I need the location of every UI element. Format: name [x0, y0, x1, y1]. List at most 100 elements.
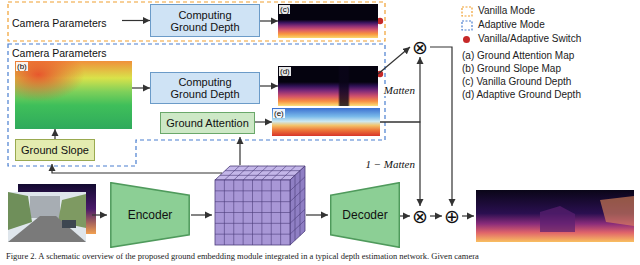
trapezoid-outline: [111, 183, 189, 248]
panel-label: Camera Parameters: [12, 47, 107, 60]
cube-grid-line: [243, 166, 258, 180]
street-building: [30, 196, 60, 218]
flow-arrow: [92, 214, 107, 215]
cube-grid-line: [290, 199, 305, 213]
multiply-symbol: ⊗: [410, 37, 430, 57]
street-sky: [8, 192, 86, 242]
legend-text: (c) Vanilla Ground Depth: [462, 76, 571, 88]
cube-grid-line: [295, 175, 296, 240]
multiply-symbol: ⊗: [410, 206, 430, 226]
cube-grid-line: [290, 188, 305, 202]
flow-arrow: [306, 214, 328, 215]
decoder-block: Decoder: [330, 182, 400, 248]
box-text: Ground Slope: [21, 144, 89, 156]
image-tag: (b): [16, 62, 28, 71]
cube-grid-line: [290, 209, 305, 223]
image-tag: (e): [273, 109, 285, 118]
input-label: Camera Parameters: [12, 13, 122, 34]
feature-cube: [215, 166, 305, 245]
cube-top: [215, 166, 305, 180]
operator-symbol: ⊗: [412, 206, 428, 226]
cube-grid-line: [300, 171, 301, 236]
cube-grid-line: [220, 175, 295, 176]
legend-text: Vanilla Mode: [478, 5, 535, 17]
flow-arrow: [239, 137, 240, 165]
legend-text: (b) Ground Slope Map: [462, 63, 561, 75]
cube-grid-line: [215, 201, 290, 202]
box-text: Ground Attention: [166, 117, 249, 129]
figure-caption: Figure 2. A schematic overview of the pr…: [6, 251, 479, 262]
process-box: Computing Ground Depth: [150, 4, 260, 37]
operator-symbol: ⊗: [412, 37, 428, 57]
box-text: Computing Ground Depth: [166, 76, 244, 100]
legend-swatch-adaptive: [462, 21, 472, 30]
output-object: [540, 206, 575, 232]
cube-side: [290, 166, 305, 245]
edge-label: 1 − Matten: [364, 158, 416, 170]
cube-grid-line: [224, 166, 239, 180]
legend-text: (d) Adaptive Ground Depth: [462, 89, 581, 101]
flow-arrow: [462, 215, 474, 216]
cube-grid-line: [215, 234, 290, 235]
block-label: Encoder: [128, 208, 173, 222]
edge-label: Matten: [383, 84, 416, 96]
connector-arrow: [430, 47, 452, 206]
image-tag: (d): [279, 67, 291, 76]
cube-grid-line: [215, 190, 290, 191]
cube-front: [215, 180, 290, 245]
legend-text: Vanilla/Adaptive Switch: [478, 33, 581, 45]
street-trees: [58, 194, 86, 228]
adaptive-region: [8, 44, 385, 166]
output-object: [600, 196, 634, 226]
cube-grid-line: [234, 166, 249, 180]
legend-swatch-vanilla: [462, 7, 472, 16]
process-box: Computing Ground Depth: [150, 72, 260, 104]
connector-arrow: [255, 121, 272, 122]
street-car: [62, 220, 76, 228]
street-road: [8, 216, 86, 242]
attention-image: (e): [272, 108, 380, 136]
add-symbol: ⊕: [442, 206, 462, 226]
street-trees: [8, 192, 32, 230]
output-depth-image: [476, 190, 634, 242]
encoder-block: Encoder: [110, 182, 190, 248]
image-tag: (c): [279, 5, 290, 14]
connector-arrow: [54, 129, 55, 139]
input-label-text: Camera Parameters: [12, 17, 107, 30]
output-depth: [476, 190, 634, 242]
slope-panel: (b) Camera Parameters: [12, 47, 132, 129]
slope-map-image: (b): [15, 61, 132, 129]
cube-grid-line: [290, 220, 305, 234]
cube-grid-line: [290, 177, 305, 191]
legend-text: (a) Ground Attention Map: [462, 50, 574, 62]
cube-grid-line: [253, 166, 268, 180]
connector-arrow: [430, 215, 442, 216]
connector-arrow: [400, 215, 410, 216]
connector-arrow: [378, 47, 410, 74]
input-image: [8, 184, 96, 242]
legend-text: Adaptive Mode: [478, 19, 545, 31]
cube-grid-line: [271, 166, 286, 180]
block-label: Decoder: [342, 208, 387, 222]
box-text: Computing Ground Depth: [166, 9, 244, 33]
flow-arrow: [52, 164, 222, 173]
vanilla-region: [8, 2, 385, 41]
connector-arrow: [132, 87, 150, 88]
cube-grid-line: [281, 166, 296, 180]
cube-grid-line: [262, 166, 277, 180]
connector-arrow: [260, 85, 278, 86]
process-box: Ground Attention: [160, 112, 255, 134]
flow-arrow: [191, 214, 212, 215]
operator-symbol: ⊕: [444, 206, 460, 226]
depth-image: (d): [278, 66, 378, 106]
connector-arrow: [260, 20, 278, 21]
cube-grid-line: [215, 223, 290, 224]
legend-swatch: [463, 36, 470, 43]
depth-image: (c): [278, 4, 378, 38]
connector-arrow: [380, 57, 420, 122]
cube-grid-line: [215, 212, 290, 213]
cube-grid-line: [225, 170, 300, 171]
connector-arrow: [122, 20, 150, 21]
trapezoid-outline: [331, 183, 400, 248]
